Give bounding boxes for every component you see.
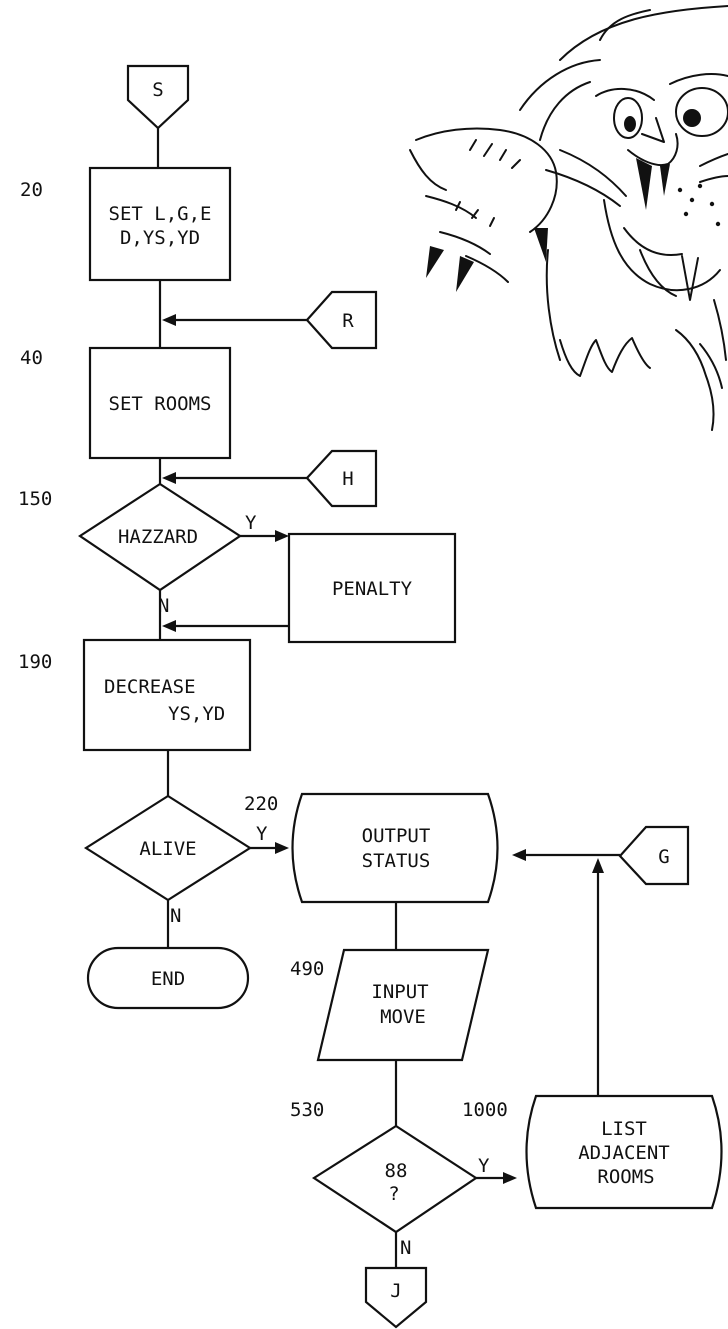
line-number-150: 150 [18, 488, 52, 510]
hazzard-decision: HAZZARD [80, 484, 240, 590]
input-move-line1: INPUT [371, 981, 428, 1003]
input-move-line2: MOVE [380, 1006, 426, 1028]
line-number-220: 220 [244, 793, 278, 815]
q88-line2: ? [388, 1183, 399, 1205]
alive-decision: ALIVE [86, 796, 250, 900]
line-number-1000: 1000 [462, 1099, 508, 1121]
set-variables-line1: SET L,G,E [109, 203, 212, 225]
output-status-line2: STATUS [362, 850, 431, 872]
q88-yes-label: Y [478, 1155, 490, 1177]
q88-no-label: N [400, 1237, 411, 1259]
decrease-line1: DECREASE [104, 676, 196, 698]
alive-no-label: N [170, 905, 181, 927]
decrease-line2: YS,YD [168, 703, 225, 725]
connector-g-label: G [658, 846, 669, 868]
penalty-label: PENALTY [332, 578, 413, 600]
end-label: END [151, 968, 185, 990]
penalty-box: PENALTY [289, 534, 455, 642]
hazzard-label: HAZZARD [118, 526, 198, 548]
set-rooms-box: SET ROOMS [90, 348, 230, 458]
hazzard-yes-label: Y [245, 512, 257, 534]
line-number-490: 490 [290, 958, 324, 980]
set-variables-line2: D,YS,YD [120, 227, 200, 249]
set-rooms-label: SET ROOMS [109, 393, 212, 415]
connector-h-label: H [342, 468, 353, 490]
line-number-190: 190 [18, 651, 52, 673]
output-status-line1: OUTPUT [362, 825, 431, 847]
connector-g: G [620, 827, 688, 884]
decrease-box: DECREASE YS,YD [84, 640, 250, 750]
wumpus-cartoon-illustration [410, 6, 728, 430]
connector-j: J [366, 1268, 426, 1327]
list-adjacent-line3: ROOMS [597, 1166, 654, 1188]
connector-j-label: J [390, 1280, 401, 1302]
line-number-530: 530 [290, 1099, 324, 1121]
line-number-20: 20 [20, 179, 43, 201]
output-status-box: OUTPUT STATUS [293, 794, 498, 902]
q88-line1: 88 [385, 1160, 408, 1182]
set-variables-box: SET L,G,E D,YS,YD [90, 168, 230, 280]
alive-yes-label: Y [256, 823, 268, 845]
input-move-box: INPUT MOVE [318, 950, 488, 1060]
connector-r-label: R [342, 310, 354, 332]
list-adjacent-line2: ADJACENT [578, 1142, 670, 1164]
q88-decision: 88 ? [314, 1126, 476, 1232]
connector-h: H [307, 451, 376, 506]
connector-s-label: S [152, 79, 163, 101]
alive-label: ALIVE [139, 838, 196, 860]
line-number-40: 40 [20, 347, 43, 369]
list-adjacent-rooms-box: LIST ADJACENT ROOMS [527, 1096, 722, 1208]
connector-r: R [307, 292, 376, 348]
list-adjacent-line1: LIST [601, 1118, 647, 1140]
end-terminator: END [88, 948, 248, 1008]
connector-s: S [128, 66, 188, 128]
